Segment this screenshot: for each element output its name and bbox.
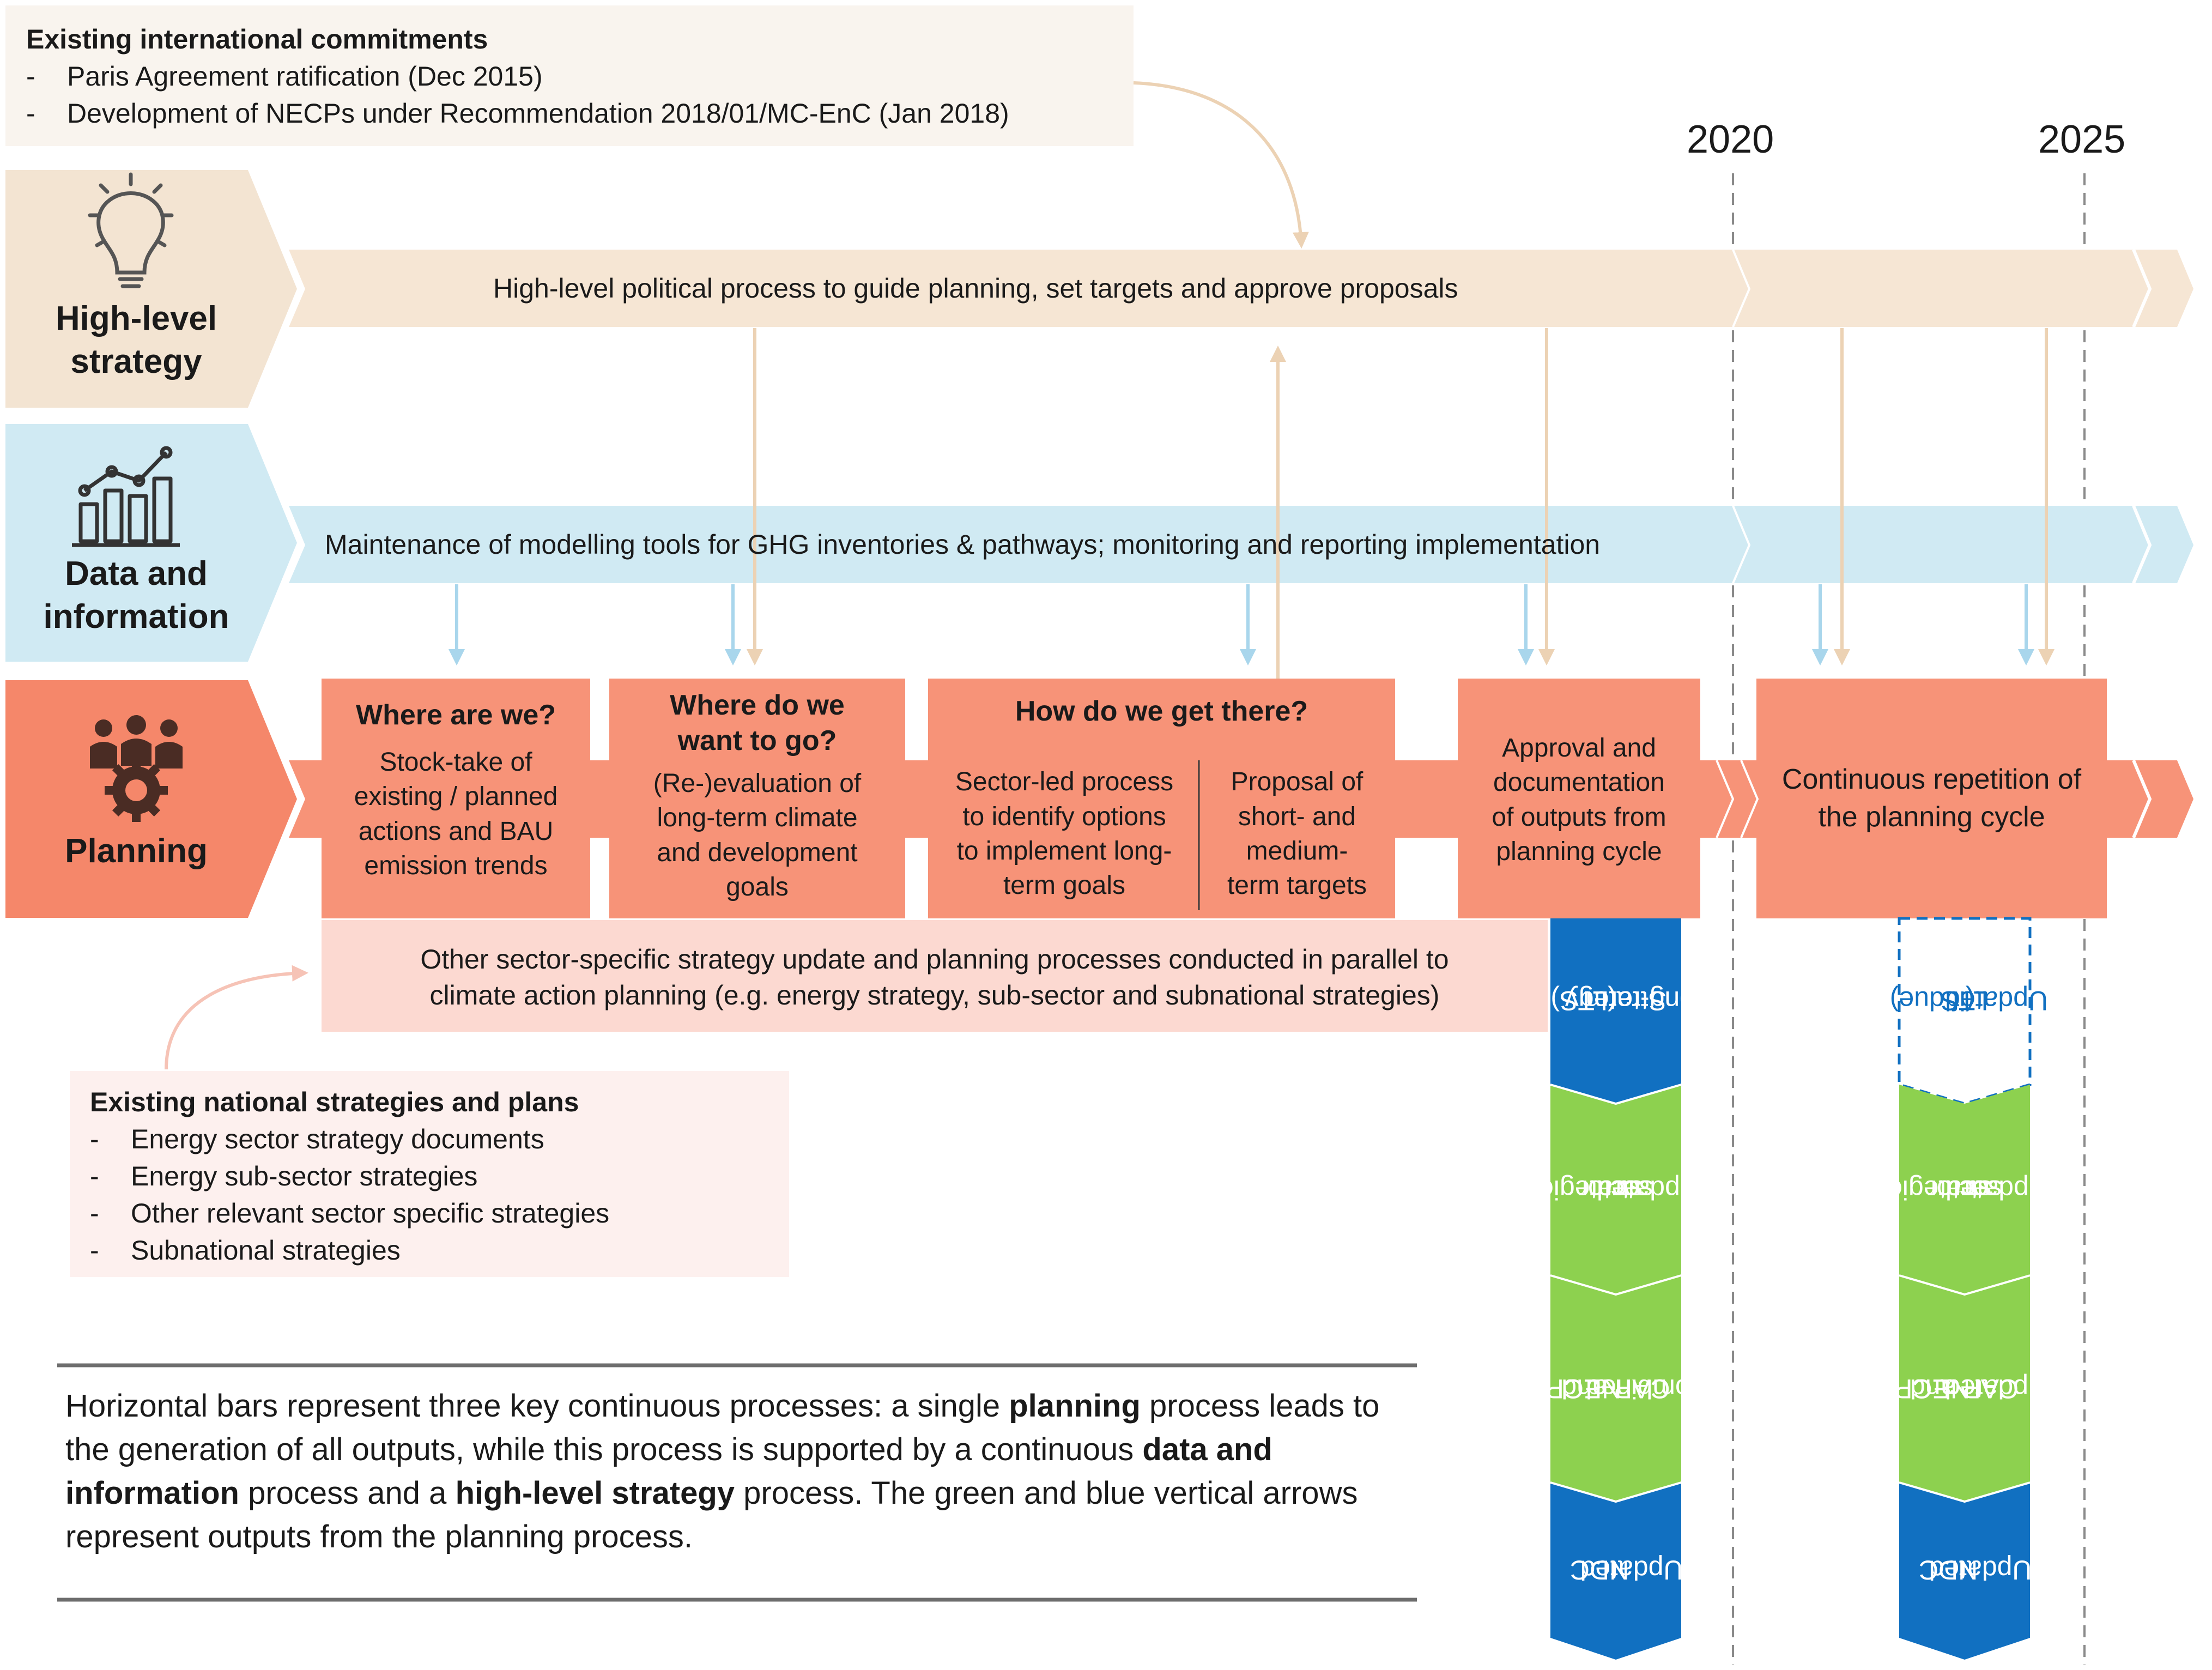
list-item: -Development of NECPs under Recommendati…: [26, 98, 1009, 129]
national-box: [70, 1071, 789, 1277]
step-where-to-go-box: [609, 679, 905, 918]
national-title: Existing national strategies and plans: [90, 1087, 579, 1117]
team-gear-icon: [90, 715, 183, 822]
outputs-2020-column: [1550, 918, 1682, 1660]
lane-strategy-label: High-level strategy: [55, 300, 217, 381]
national-arrow: [165, 965, 308, 1070]
step-where-are-we-box: [322, 679, 590, 918]
lane-strategy-chevron: [5, 170, 297, 408]
step-approval-box: [1458, 679, 1700, 918]
step-how-title: How do we get there?: [1015, 695, 1308, 727]
step-how-box: [928, 679, 1395, 918]
lane-data-chevron: [5, 424, 297, 662]
list-item: -Energy sector strategy documents: [90, 1124, 544, 1154]
national-strategies: Existing national strategies and plans -…: [90, 1084, 782, 1269]
tan-connector-arrows: [747, 81, 2055, 679]
blue-connector-arrows: [449, 584, 2034, 665]
parallel-processes: Other sector-specific strategy update an…: [420, 943, 1449, 1011]
strategy-bar-text: High-level political process to guide pl…: [493, 273, 1458, 304]
step-repetition-box: [1756, 679, 2107, 918]
caption: Horizontal bars represent three key cont…: [65, 1388, 1380, 1555]
bar-chart-icon: [72, 446, 180, 547]
list-item: -Subnational strategies: [90, 1235, 401, 1266]
lane-data-label: Data and information: [43, 555, 229, 636]
planning-bar-tip: [2134, 760, 2193, 838]
data-bar-tip: [2134, 506, 2193, 583]
lane-planning-label: Planning: [65, 832, 208, 870]
parallel-box: [322, 920, 1548, 1032]
international-box: [5, 5, 1134, 146]
list-item: -Paris Agreement ratification (Dec 2015): [26, 61, 543, 92]
lightbulb-icon: [88, 172, 174, 288]
data-bar-text: Maintenance of modelling tools for GHG i…: [325, 529, 1601, 560]
international-commitments: Existing international commitments -Pari…: [26, 21, 1127, 132]
year-2025-label: 2025: [2038, 118, 2126, 161]
strategy-bar-tip: [2134, 250, 2193, 327]
year-2020-label: 2020: [1687, 118, 1774, 161]
list-item: -Other relevant sector specific strategi…: [90, 1198, 610, 1229]
international-title: Existing international commitments: [26, 24, 488, 55]
list-item: -Energy sub-sector strategies: [90, 1161, 478, 1191]
outputs-2025-column: [1898, 917, 2032, 1660]
strategy-bar: [289, 250, 2150, 327]
